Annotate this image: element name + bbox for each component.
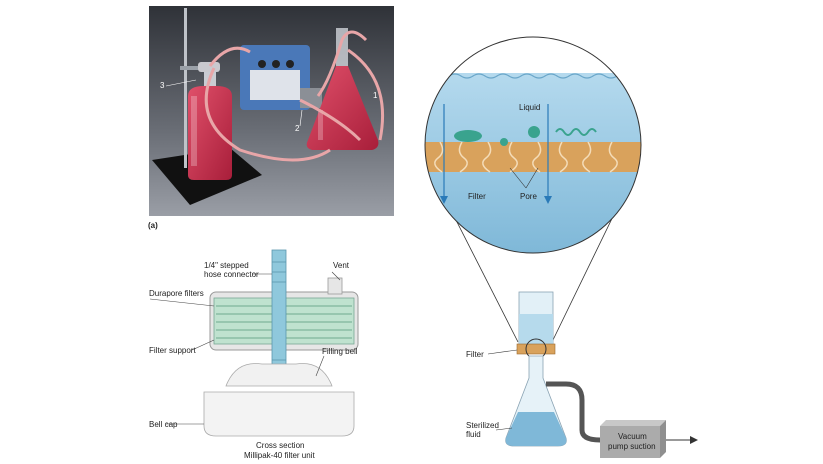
flow-arrows xyxy=(443,104,549,196)
caption-line-2: Millipak-40 filter unit xyxy=(244,451,315,460)
bacterium-spirillum xyxy=(555,128,597,136)
cross-section-leaders xyxy=(149,271,341,425)
photo-panel: 3 2 1 (a) xyxy=(148,6,394,230)
erlenmeyer-flask xyxy=(306,28,379,150)
label-sterilized-2: fluid xyxy=(466,430,481,439)
label-hose-connector-2: hose connector xyxy=(204,270,259,279)
vacuum-panel: Liquid Filter Pore Vacuum pump suction F… xyxy=(424,36,698,458)
photo-number-1: 1 xyxy=(373,91,378,100)
cross-section-panel: 1/4" stepped hose connector Vent Durapor… xyxy=(149,249,359,460)
panel-tag-a: (a) xyxy=(148,221,158,230)
label-filling-bell: Filling bell xyxy=(322,347,358,356)
caption-line-1: Cross section xyxy=(256,441,304,450)
photo-number-2: 2 xyxy=(295,124,300,133)
leader-2 xyxy=(299,109,303,127)
center-hose-connector xyxy=(271,249,287,381)
bacterium-coccus xyxy=(528,126,540,138)
label-filter-support: Filter support xyxy=(149,346,196,355)
sterilized-fluid xyxy=(505,412,567,446)
vent-nozzle xyxy=(327,277,343,295)
label-liquid: Liquid xyxy=(519,103,540,112)
stand-clamp xyxy=(180,66,210,70)
pore-channels xyxy=(434,141,618,173)
label-sterilized-1: Sterilized xyxy=(466,421,499,430)
leader-3 xyxy=(165,79,197,87)
label-filter-zoom: Filter xyxy=(468,192,486,201)
label-pore: Pore xyxy=(520,192,537,201)
label-vent: Vent xyxy=(333,261,350,270)
label-bell-cap: Bell cap xyxy=(149,420,178,429)
filling-bell xyxy=(225,363,333,387)
label-filter: Filter xyxy=(466,350,484,359)
pump-unit xyxy=(240,45,322,110)
tubing xyxy=(204,30,385,162)
photo-number-3: 3 xyxy=(160,81,165,90)
leader-filter xyxy=(487,349,518,355)
bell-cap xyxy=(203,391,355,437)
label-vacuum-2: pump suction xyxy=(608,442,656,451)
label-hose-connector-1: 1/4" stepped xyxy=(204,261,249,270)
bacterium-rod xyxy=(454,130,482,142)
collection-bottle xyxy=(188,62,232,180)
filter-membrane xyxy=(516,343,556,355)
vacuum-hose xyxy=(546,381,606,443)
magnified-view xyxy=(425,37,641,253)
pore-leaders xyxy=(509,167,539,189)
leader-sterilized xyxy=(495,427,513,431)
magnifier-outline xyxy=(424,36,642,254)
label-vacuum-1: Vacuum xyxy=(618,432,647,441)
bacterium-coccus-small xyxy=(500,138,508,146)
label-durapore: Durapore filters xyxy=(149,289,204,298)
vacuum-pump xyxy=(600,420,666,458)
stand-rod xyxy=(184,8,187,168)
filter-membrane-zoom xyxy=(425,142,641,172)
